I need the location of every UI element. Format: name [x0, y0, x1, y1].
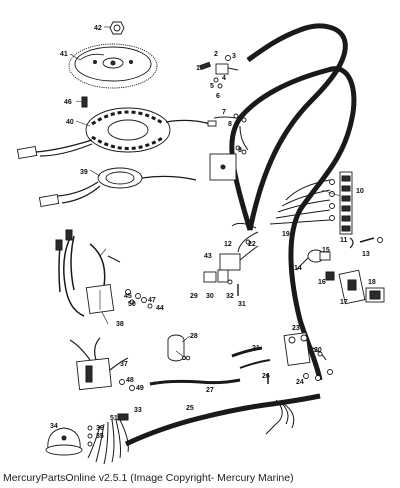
callout-34: 34 — [50, 423, 58, 430]
callout-6: 6 — [216, 93, 220, 100]
callout-15: 15 — [322, 247, 330, 254]
callout-1: 1 — [196, 65, 200, 72]
callout-13: 13 — [362, 251, 370, 258]
callout-46: 46 — [64, 99, 72, 106]
callout-36: 36 — [96, 425, 104, 432]
callout-32: 32 — [226, 293, 234, 300]
callout-9: 9 — [238, 147, 242, 154]
switch-box — [69, 337, 129, 391]
callout-5: 5 — [210, 83, 214, 90]
callout-35: 35 — [96, 433, 104, 440]
callout-38: 38 — [116, 321, 124, 328]
flywheel — [68, 43, 158, 89]
callout-4: 4 — [222, 75, 226, 82]
cover-plate — [365, 287, 385, 303]
callout-27: 27 — [206, 387, 214, 394]
callout-28: 28 — [190, 333, 198, 340]
capacitor — [167, 334, 186, 362]
terminal-block-top — [198, 55, 239, 89]
callout-12: 12 — [224, 241, 232, 248]
leader-lines — [69, 26, 341, 358]
lead-21 — [231, 346, 271, 369]
callout-labels: 42 41 46 40 39 1 2 3 4 5 6 7 8 9 10 11 1… — [50, 25, 376, 440]
callout-14: 14 — [294, 265, 302, 272]
horn — [45, 427, 83, 456]
callout-3: 3 — [232, 53, 236, 60]
callout-21: 21 — [252, 345, 260, 352]
callout-11: 11 — [340, 237, 348, 244]
horn-screws — [87, 425, 93, 447]
callout-17: 17 — [340, 299, 348, 306]
callout-20: 20 — [314, 347, 322, 354]
callout-51: 51 — [110, 415, 118, 422]
callout-42: 42 — [94, 25, 102, 32]
lead-bundle — [87, 399, 295, 465]
copyright-caption: MercuryPartsOnline v2.5.1 (Image Copyrig… — [3, 472, 294, 484]
battery-cable — [124, 378, 321, 447]
key — [325, 271, 335, 281]
callout-49: 49 — [136, 385, 144, 392]
callout-30: 30 — [206, 293, 214, 300]
ring-terminals-7-8 — [185, 113, 247, 361]
callout-33: 33 — [134, 407, 142, 414]
callout-24: 24 — [296, 379, 304, 386]
callout-45: 45 — [124, 293, 132, 300]
terminal-strip — [329, 171, 353, 235]
callout-37: 37 — [120, 361, 128, 368]
callout-25: 25 — [186, 405, 194, 412]
mounting-plate — [338, 269, 366, 305]
callout-22: 22 — [248, 241, 256, 248]
callout-44: 44 — [156, 305, 164, 312]
flywheel-nut — [109, 21, 125, 35]
callout-40: 40 — [66, 119, 74, 126]
connector — [203, 269, 239, 296]
callout-19: 19 — [282, 231, 290, 238]
ignition-switch — [295, 249, 331, 271]
callout-26: 26 — [262, 373, 270, 380]
callout-18: 18 — [368, 279, 376, 286]
callout-41: 41 — [60, 51, 68, 58]
callout-2: 2 — [214, 51, 218, 58]
stator — [16, 107, 217, 160]
callout-16: 16 — [318, 279, 326, 286]
callout-7: 7 — [222, 109, 226, 116]
callout-29: 29 — [190, 293, 198, 300]
ignition-coil — [55, 229, 121, 317]
pin — [81, 96, 88, 108]
callout-10: 10 — [356, 188, 364, 195]
callout-39: 39 — [80, 169, 88, 176]
callout-8: 8 — [228, 121, 232, 128]
callout-43: 43 — [204, 253, 212, 260]
wiring-harness — [213, 23, 357, 381]
trigger — [38, 167, 197, 208]
clip-and-screws — [349, 237, 383, 249]
rectifier — [219, 239, 259, 271]
callout-48: 48 — [126, 377, 134, 384]
callout-47: 47 — [148, 297, 156, 304]
grounds-and-washers — [125, 289, 153, 309]
nuts-24-12 — [303, 369, 333, 381]
callout-50: 50 — [128, 301, 136, 308]
solenoid — [283, 332, 327, 366]
mount-bracket — [209, 145, 247, 181]
screws-48-49 — [119, 379, 135, 391]
callout-31: 31 — [238, 301, 246, 308]
callout-23: 23 — [292, 325, 300, 332]
